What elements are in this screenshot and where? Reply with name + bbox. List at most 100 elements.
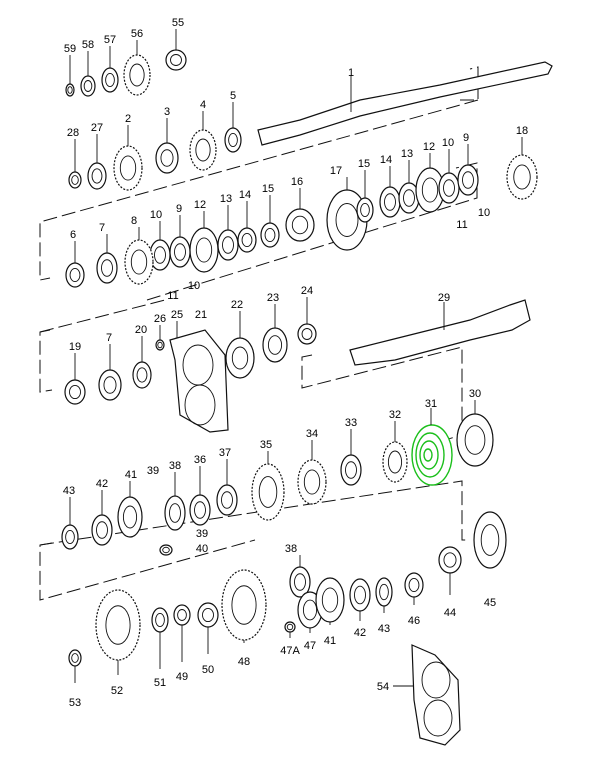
ring-part[interactable] — [96, 252, 118, 284]
ring-part[interactable] — [87, 162, 107, 190]
ring-part[interactable] — [68, 649, 82, 667]
ring-part[interactable] — [155, 339, 165, 351]
ring-part[interactable] — [159, 544, 173, 556]
ring-part[interactable] — [379, 186, 401, 218]
part-bore — [162, 546, 170, 554]
part-bore — [177, 609, 187, 621]
gear-part[interactable] — [123, 54, 151, 96]
part-bore — [119, 155, 137, 181]
gear-part[interactable] — [382, 441, 408, 483]
ring-part[interactable] — [169, 236, 191, 268]
ring-part[interactable] — [297, 323, 317, 345]
ring-part[interactable] — [64, 379, 86, 405]
ring-part[interactable] — [68, 171, 82, 189]
input-shaft-1[interactable] — [257, 61, 553, 146]
ring-part[interactable] — [456, 413, 494, 467]
part-bore — [83, 80, 93, 92]
ring-part[interactable] — [473, 511, 507, 569]
part-bore — [91, 168, 103, 184]
gear-part[interactable] — [95, 589, 141, 661]
label: 16 — [291, 176, 303, 188]
ring-part[interactable] — [315, 577, 345, 623]
ring-part[interactable] — [117, 496, 143, 538]
label: 26 — [154, 313, 166, 325]
ring-part[interactable] — [61, 524, 79, 550]
label: 37 — [219, 447, 231, 459]
part-labels: 59 58 57 56 55 1 28 27 2 3 4 5 18 17 15 … — [63, 17, 528, 709]
label: 9 — [463, 132, 469, 144]
ring-part[interactable] — [65, 83, 75, 97]
label: 39 — [147, 465, 159, 477]
gear-part[interactable] — [124, 239, 154, 285]
ring-part[interactable] — [189, 227, 219, 273]
part-bore — [443, 552, 457, 568]
part-31-highlighted[interactable] — [411, 408, 453, 486]
gear-part[interactable] — [506, 154, 538, 200]
ring-part[interactable] — [285, 208, 315, 242]
ring-part[interactable] — [224, 127, 242, 153]
ring-part[interactable] — [98, 369, 122, 401]
label: 13 — [220, 193, 232, 205]
ring-part[interactable] — [189, 494, 211, 526]
label: 42 — [96, 478, 108, 490]
part-bore — [130, 249, 148, 275]
ring-part[interactable] — [80, 75, 96, 97]
label: 12 — [423, 141, 435, 153]
ring-part[interactable] — [260, 222, 280, 248]
frame-row3-top — [39, 299, 166, 333]
part-bore — [202, 607, 214, 623]
ring-part[interactable] — [375, 577, 393, 607]
label: 10 — [442, 137, 454, 149]
ring-part[interactable] — [173, 604, 191, 626]
label: 10 — [150, 209, 162, 221]
ring-part[interactable] — [262, 327, 288, 363]
part-bore — [222, 236, 234, 254]
ring-part[interactable] — [65, 262, 85, 288]
ring-part[interactable] — [217, 229, 239, 261]
ring-part[interactable] — [155, 142, 179, 174]
label: 47 — [304, 640, 316, 652]
ring-part[interactable] — [165, 49, 187, 71]
ring-part[interactable] — [340, 454, 362, 486]
gear-part[interactable] — [113, 145, 143, 191]
frame-upper-divider — [39, 99, 479, 281]
pinion-shaft-29[interactable] — [349, 299, 531, 366]
part-bore — [69, 384, 81, 400]
ring-part[interactable] — [216, 484, 238, 516]
ring-part[interactable] — [225, 337, 255, 379]
part-bore — [96, 521, 108, 539]
part-bore — [65, 529, 75, 545]
part-bore — [464, 425, 486, 455]
ring-part[interactable] — [438, 546, 462, 574]
part-bore — [157, 341, 163, 349]
ring-part[interactable] — [151, 607, 169, 633]
ring-part[interactable] — [284, 621, 296, 633]
ring-part[interactable] — [356, 197, 374, 223]
label: 15 — [262, 183, 274, 195]
part-bore — [105, 72, 115, 88]
ring-part[interactable] — [101, 67, 119, 93]
gasket-54[interactable] — [411, 644, 461, 746]
ring-part[interactable] — [438, 172, 460, 204]
label: 3 — [164, 106, 170, 118]
ring-part[interactable] — [237, 227, 257, 253]
part-bore — [122, 505, 138, 529]
ring-part[interactable] — [91, 514, 113, 546]
gear-part[interactable] — [251, 463, 285, 521]
ring-part[interactable] — [164, 495, 186, 531]
ring-part[interactable] — [197, 602, 219, 628]
ring-part[interactable] — [132, 361, 152, 389]
part-bore — [228, 132, 238, 148]
part-bore — [354, 585, 366, 605]
part-bore — [267, 335, 283, 355]
ring-part[interactable] — [457, 164, 479, 196]
part-bore — [221, 491, 233, 509]
gear-part[interactable] — [297, 459, 327, 505]
ring-part[interactable] — [349, 578, 371, 612]
ring-part[interactable] — [404, 572, 424, 598]
gear-part[interactable] — [221, 569, 267, 641]
label: 14 — [239, 189, 251, 201]
label: 32 — [389, 409, 401, 421]
gear-part[interactable] — [189, 129, 217, 171]
